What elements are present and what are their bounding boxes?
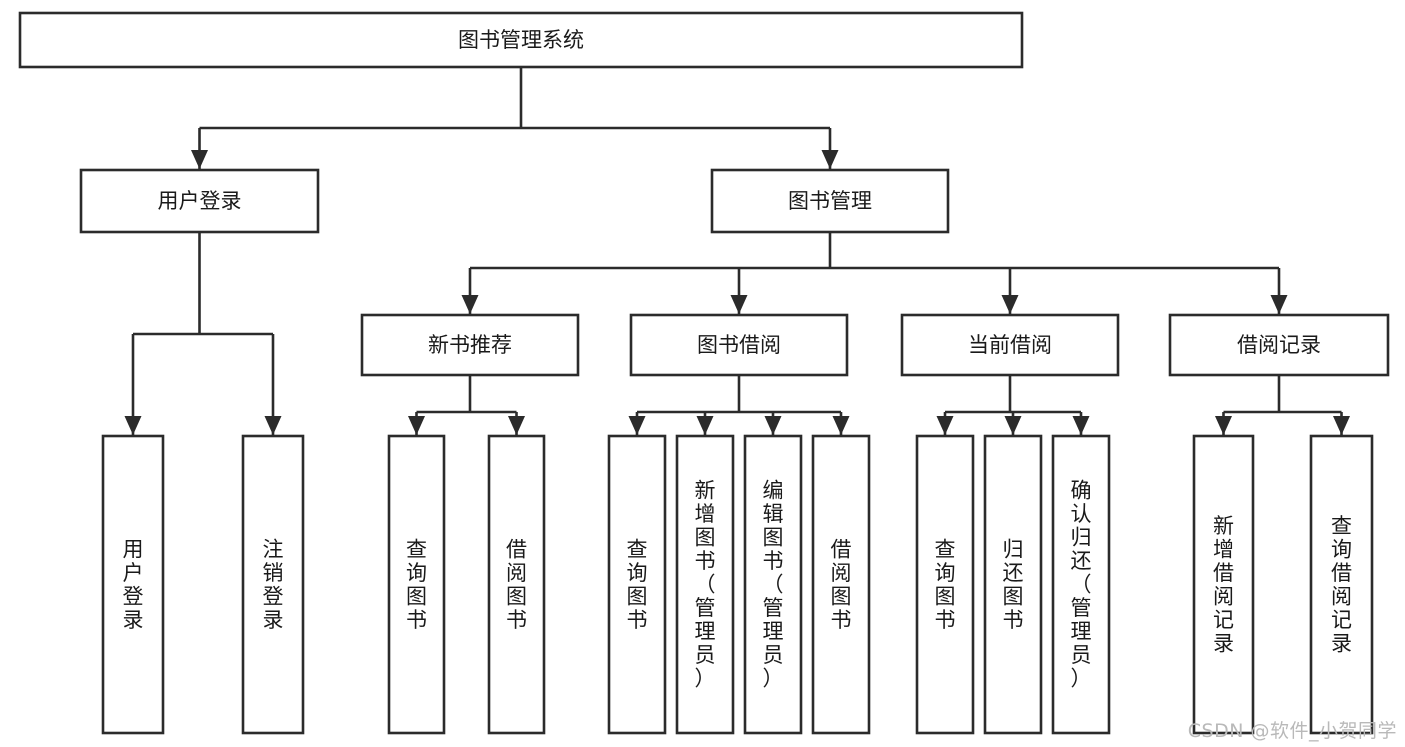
node-leaf-query-book-current-box[interactable] — [915, 434, 975, 735]
node-leaf-logout[interactable]: 注销登录 — [241, 434, 305, 735]
node-leaf-query-borrow-record-box[interactable] — [1309, 434, 1374, 735]
node-leaf-borrow-book-recommend[interactable]: 借阅图书 — [487, 434, 546, 735]
node-leaf-query-borrow-record-label: 查询借阅记录 — [1331, 514, 1352, 656]
arrow-head-icon — [628, 416, 646, 435]
arrow-head-icon — [764, 416, 782, 435]
arrow-head-icon — [408, 416, 425, 435]
node-leaf-confirm-return-admin-box[interactable] — [1051, 434, 1111, 735]
node-new-book-recommend-label: 新书推荐 — [428, 333, 512, 357]
arrow-head-icon — [730, 295, 748, 314]
node-user-login[interactable]: 用户登录 — [79, 168, 320, 234]
arrow-head-icon — [264, 416, 282, 435]
node-leaf-add-borrow-record-box[interactable] — [1192, 434, 1255, 735]
node-leaf-borrow-book-label: 借阅图书 — [831, 537, 852, 632]
node-leaf-query-book-current[interactable]: 查询图书 — [915, 434, 975, 735]
node-leaf-add-book-admin-box[interactable] — [675, 434, 735, 735]
node-leaf-add-borrow-record[interactable]: 新增借阅记录 — [1192, 434, 1255, 735]
node-book-manage[interactable]: 图书管理 — [710, 168, 950, 234]
node-leaf-return-book-box[interactable] — [983, 434, 1043, 735]
arrow-head-icon — [1215, 416, 1232, 435]
node-leaf-query-book-borrow-box[interactable] — [607, 434, 667, 735]
node-borrow-record-label: 借阅记录 — [1237, 333, 1321, 357]
arrow-head-icon — [821, 150, 839, 169]
arrow-head-icon — [832, 416, 850, 435]
node-leaf-query-borrow-record[interactable]: 查询借阅记录 — [1309, 434, 1374, 735]
node-borrow-record[interactable]: 借阅记录 — [1168, 313, 1390, 377]
node-leaf-edit-book-admin[interactable]: 编辑图书（管理员） — [743, 434, 803, 735]
node-root-system[interactable]: 图书管理系统 — [18, 11, 1024, 69]
node-book-manage-label: 图书管理 — [788, 189, 872, 213]
node-leaf-borrow-book-box[interactable] — [811, 434, 871, 735]
node-leaf-edit-book-admin-label: 编辑图书（管理员） — [763, 479, 784, 691]
node-book-borrow[interactable]: 图书借阅 — [629, 313, 849, 377]
node-new-book-recommend[interactable]: 新书推荐 — [360, 313, 580, 377]
node-user-login-label: 用户登录 — [158, 189, 242, 213]
node-leaf-add-book-admin[interactable]: 新增图书（管理员） — [675, 434, 735, 735]
arrow-head-icon — [1333, 416, 1350, 435]
node-leaf-logout-box[interactable] — [241, 434, 305, 735]
node-current-borrow-label: 当前借阅 — [968, 333, 1052, 357]
node-borrow-record-box[interactable] — [1168, 313, 1390, 377]
node-leaf-query-book-recommend-box[interactable] — [387, 434, 446, 735]
node-root-system-label: 图书管理系统 — [458, 28, 584, 52]
arrow-head-icon — [1270, 295, 1288, 314]
node-current-borrow-box[interactable] — [900, 313, 1120, 377]
node-book-borrow-box[interactable] — [629, 313, 849, 377]
node-leaf-return-book-label: 归还图书 — [1003, 537, 1024, 632]
node-leaf-query-book-recommend[interactable]: 查询图书 — [387, 434, 446, 735]
arrow-head-icon — [124, 416, 142, 435]
node-leaf-confirm-return-admin[interactable]: 确认归还（管理员） — [1051, 434, 1111, 735]
node-leaf-user-login[interactable]: 用户登录 — [101, 434, 165, 735]
arrow-head-icon — [936, 416, 954, 435]
node-leaf-edit-book-admin-box[interactable] — [743, 434, 803, 735]
node-user-login-box[interactable] — [79, 168, 320, 234]
node-leaf-confirm-return-admin-label: 确认归还（管理员） — [1071, 479, 1092, 691]
node-leaf-add-book-admin-label: 新增图书（管理员） — [695, 479, 716, 691]
node-boxes-group: 图书管理系统用户登录图书管理新书推荐图书借阅当前借阅借阅记录用户登录注销登录查询… — [18, 11, 1390, 735]
node-book-borrow-label: 图书借阅 — [697, 333, 781, 357]
arrow-head-icon — [696, 416, 714, 435]
node-leaf-add-borrow-record-label: 新增借阅记录 — [1213, 514, 1234, 656]
arrow-head-icon — [461, 295, 479, 314]
node-leaf-query-book-borrow-label: 查询图书 — [627, 537, 648, 632]
node-root-system-box[interactable] — [18, 11, 1024, 69]
node-leaf-user-login-label: 用户登录 — [123, 537, 144, 632]
node-leaf-borrow-book-recommend-box[interactable] — [487, 434, 546, 735]
node-leaf-user-login-box[interactable] — [101, 434, 165, 735]
node-current-borrow[interactable]: 当前借阅 — [900, 313, 1120, 377]
node-new-book-recommend-box[interactable] — [360, 313, 580, 377]
node-leaf-query-book-current-label: 查询图书 — [935, 537, 956, 632]
node-leaf-return-book[interactable]: 归还图书 — [983, 434, 1043, 735]
arrow-head-icon — [1001, 295, 1019, 314]
connector-lines-group — [124, 67, 1350, 435]
node-leaf-logout-label: 注销登录 — [263, 537, 284, 632]
node-leaf-query-book-recommend-label: 查询图书 — [406, 537, 427, 632]
node-leaf-borrow-book-recommend-label: 借阅图书 — [506, 537, 527, 632]
node-book-manage-box[interactable] — [710, 168, 950, 234]
arrow-head-icon — [1004, 416, 1022, 435]
node-leaf-borrow-book[interactable]: 借阅图书 — [811, 434, 871, 735]
node-leaf-query-book-borrow[interactable]: 查询图书 — [607, 434, 667, 735]
arrow-head-icon — [191, 150, 208, 169]
arrow-head-icon — [508, 416, 525, 435]
arrow-head-icon — [1072, 416, 1090, 435]
